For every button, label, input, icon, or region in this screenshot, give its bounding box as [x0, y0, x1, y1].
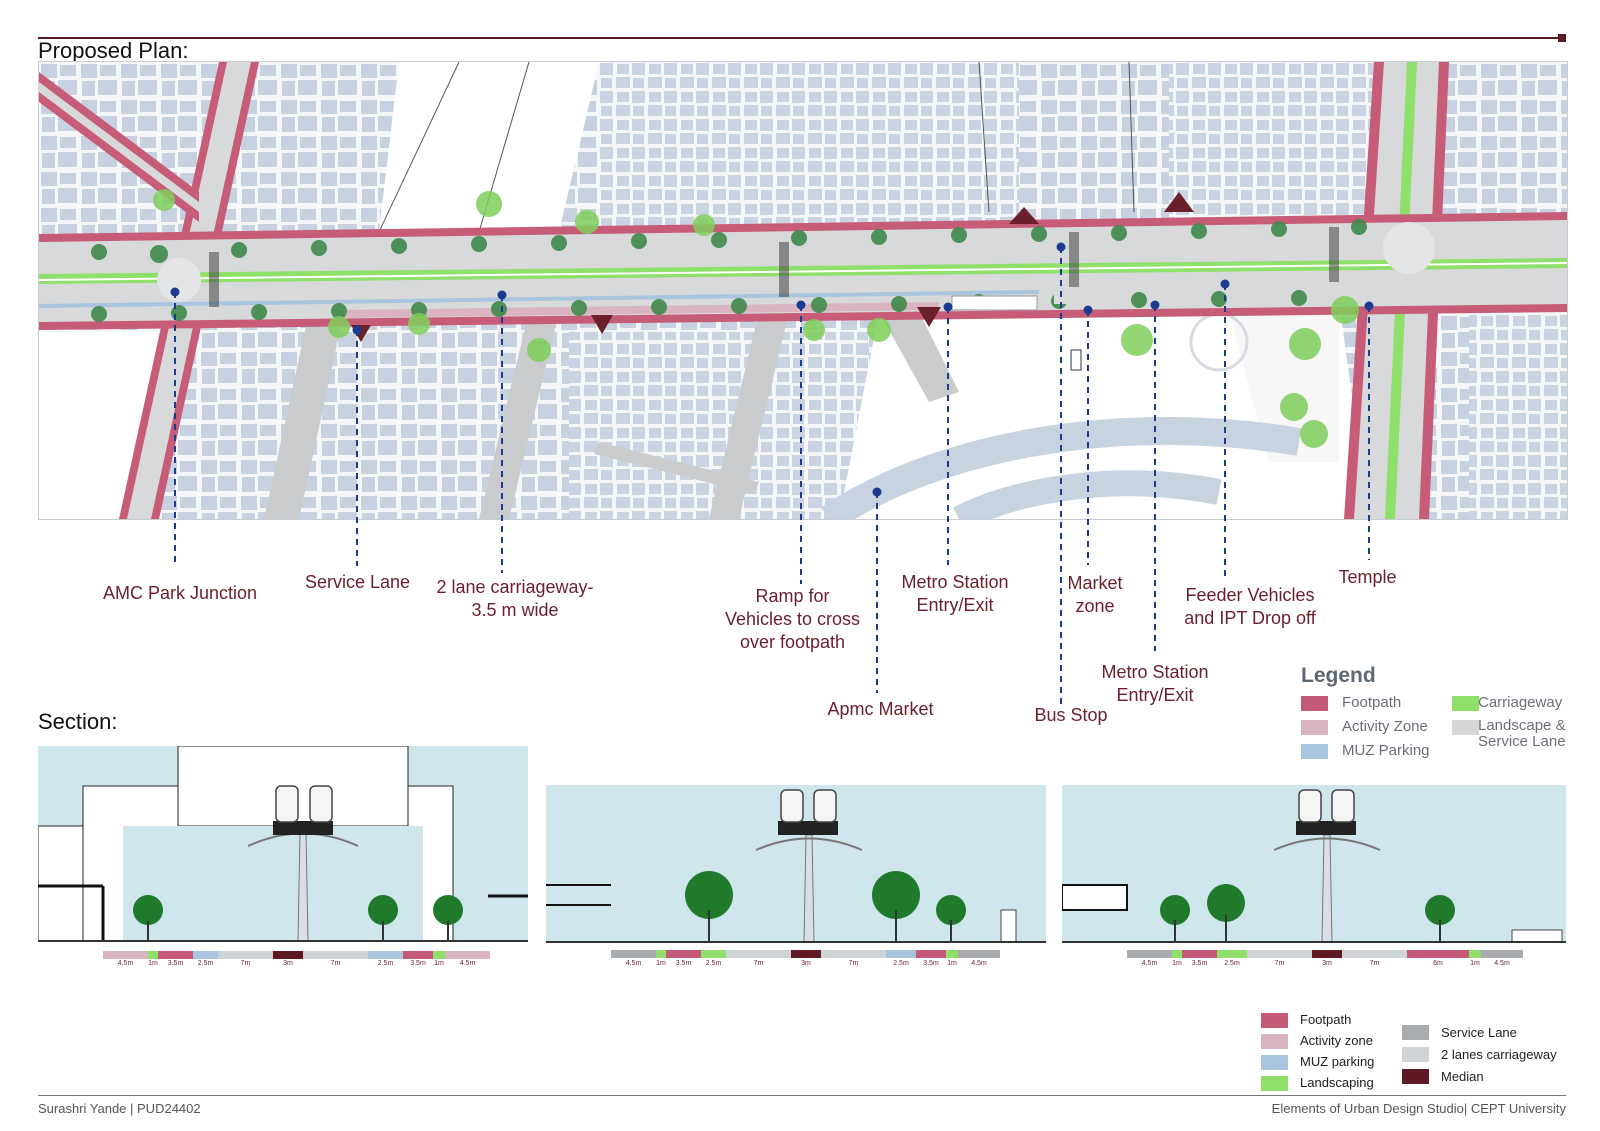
callout-service-lane: Service Lane [304, 572, 411, 592]
legend-label-activity-zone: Activity Zone [1342, 718, 1428, 735]
legend-label-muz-parking: MUZ Parking [1342, 742, 1430, 759]
callout-metro-station-2: Metro Station Entry/Exit [1101, 662, 1209, 705]
bottom-legend-label-median: Median [1441, 1069, 1484, 1084]
callout-carriageway: 2 lane carriageway- 3.5 m wide [436, 577, 594, 620]
section-1-strip [103, 951, 490, 959]
section-1-dim-label: 7m [330, 960, 341, 967]
section-3-dim-label: 4.5m [1141, 960, 1158, 967]
legend-label-footpath: Footpath [1342, 694, 1402, 711]
legend-swatch-activity-zone [1301, 720, 1328, 735]
section-2-dim-label: 3.5m [675, 960, 692, 967]
callout-feeder-vehicles: Feeder Vehicles and IPT Drop off [1184, 585, 1316, 628]
section-3-dim-label: 1m [1470, 960, 1480, 967]
bottom-legend-label-landscaping: Landscaping [1300, 1075, 1374, 1090]
bottom-legend-swatch-landscaping [1261, 1076, 1288, 1091]
section-3-dim-label: 3.5m [1191, 960, 1208, 967]
callout-metro-station-1: Metro Station Entry/Exit [901, 572, 1009, 615]
bottom-legend-swatch-median [1402, 1069, 1429, 1084]
section-3-dim-label: 1m [1172, 960, 1182, 967]
section-3-dim-label: 7m [1274, 960, 1285, 967]
section-1-dim-label: 3.5m [167, 960, 184, 967]
bottom-legend-swatch-service-lane [1402, 1025, 1429, 1040]
section-2-dim-label: 2.5m [705, 960, 722, 967]
top-rule-end-marker [1558, 34, 1566, 42]
section-1-dim-label: 3.5m [410, 960, 426, 967]
section-1-dim-label: 7m [240, 960, 251, 967]
legend-swatch-footpath [1301, 696, 1328, 711]
top-rule [38, 37, 1562, 39]
bottom-legend-swatch-muz-parking [1261, 1055, 1288, 1070]
bottom-legend-swatch-footpath [1261, 1013, 1288, 1028]
bottom-legend-label-footpath: Footpath [1300, 1012, 1352, 1027]
section-1-dim-label: 4.5m [117, 960, 134, 967]
section-1-dim-label: 4.5m [459, 960, 476, 967]
section-3-dim-label: 6m [1433, 960, 1443, 967]
section-3-dim-label: 3m [1322, 960, 1332, 967]
legend-swatch-landscape [1452, 720, 1479, 735]
section-2-dim-label: 1m [947, 960, 957, 967]
footer-author: Surashri Yande | PUD24402 [38, 1101, 201, 1116]
street-section-3 [1062, 785, 1566, 975]
section-1-dim-label: 2.5m [197, 960, 214, 967]
legend-label-landscape: Landscape & Service Lane [1478, 717, 1566, 750]
bottom-legend-label-carriageway: 2 lanes carriageway [1441, 1047, 1557, 1062]
section-2-dim-label: 4.5m [625, 960, 642, 967]
legend-swatch-muz-parking [1301, 744, 1328, 759]
section-3-strip [1127, 950, 1523, 958]
proposed-plan-drawing [38, 61, 1568, 520]
callout-amc-park-junction: AMC Park Junction [102, 583, 258, 603]
section-3-dim-label: 7m [1369, 960, 1380, 967]
section-3-dim-label: 4.5m [1494, 960, 1510, 967]
callout-ramp: Ramp for Vehicles to cross over footpath [724, 586, 861, 652]
callout-apmc-market: Apmc Market [827, 699, 934, 719]
section-2-dim-label: 4.5m [971, 960, 987, 967]
section-2-dim-label: 7m [848, 960, 859, 967]
footer-institution: Elements of Urban Design Studio| CEPT Un… [1271, 1101, 1566, 1116]
street-section-2 [546, 785, 1046, 975]
bottom-legend-swatch-carriageway [1402, 1047, 1429, 1062]
section-2-dim-label: 1m [656, 960, 666, 967]
section-2-dim-label: 2.5m [893, 960, 909, 967]
section-2-dim-label: 3.5m [923, 960, 939, 967]
bottom-legend-label-service-lane: Service Lane [1441, 1025, 1517, 1040]
bottom-legend-swatch-activity-zone [1261, 1034, 1288, 1049]
callout-bus-stop: Bus Stop [1034, 705, 1108, 725]
legend-title: Legend [1301, 664, 1376, 687]
legend-label-carriageway: Carriageway [1478, 694, 1563, 711]
section-1-dim-label: 1m [434, 960, 444, 967]
footer-rule [38, 1095, 1566, 1096]
legend-swatch-carriageway [1452, 696, 1479, 711]
bottom-legend-label-activity-zone: Activity zone [1300, 1033, 1373, 1048]
section-2-dim-label: 3m [801, 960, 811, 967]
section-1-dim-label: 3m [283, 960, 293, 967]
callout-temple: Temple [1338, 567, 1397, 587]
section-2-dim-label: 7m [753, 960, 764, 967]
section-1-dim-label: 1m [148, 960, 158, 967]
section-2-strip [611, 950, 1000, 958]
plan-heading: Proposed Plan: [38, 38, 189, 63]
callout-market-zone: Market zone [1067, 573, 1123, 616]
plan-svg [39, 62, 1567, 519]
section-3-dim-label: 2.5m [1224, 960, 1240, 967]
section-heading: Section: [38, 709, 118, 734]
bottom-legend-label-muz-parking: MUZ parking [1300, 1054, 1375, 1069]
section-1-dim-label: 2.5m [377, 960, 394, 967]
street-section-1 [38, 746, 528, 976]
